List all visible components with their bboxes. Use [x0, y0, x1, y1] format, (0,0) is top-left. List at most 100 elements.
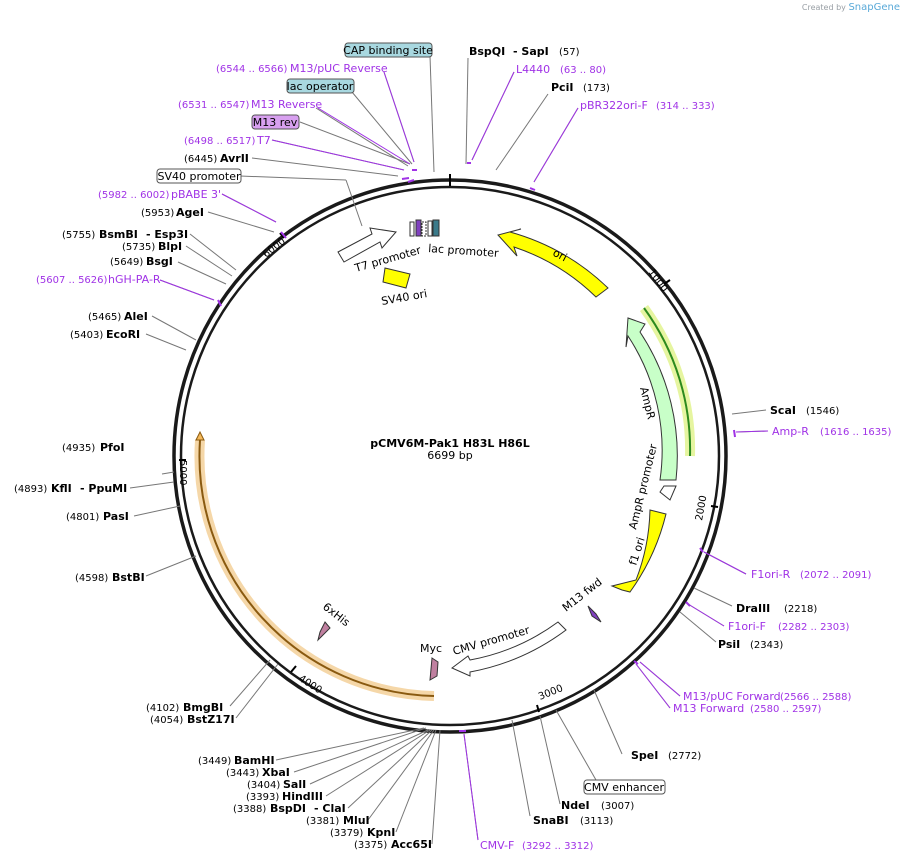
- f1-ori-feature[interactable]: [610, 509, 667, 593]
- gene-outline[interactable]: [198, 439, 435, 697]
- lac-operator-box-label[interactable]: [286, 78, 355, 94]
- m13-reverse-range: (6531 .. 6547): [178, 100, 250, 111]
- tick-2000: 2000: [694, 495, 709, 522]
- cmv-promoter-feature[interactable]: [451, 621, 567, 677]
- hindiii-label[interactable]: HindIII: [282, 790, 323, 803]
- ampr-promoter-feature[interactable]: [659, 485, 677, 501]
- f1ori-f-label[interactable]: F1ori-F: [728, 620, 766, 633]
- plasmid-length: 6699 bp: [427, 449, 472, 462]
- bspqi-label[interactable]: BspQI: [469, 45, 505, 58]
- pasi-label[interactable]: PasI: [103, 510, 129, 523]
- kfli-label[interactable]: KflI: [51, 482, 72, 495]
- tick-6000: 6000: [261, 236, 288, 260]
- sapi-label[interactable]: - SapI: [513, 45, 549, 58]
- cmv-enhancer-box[interactable]: [583, 779, 666, 795]
- hindiii-num: (3393): [246, 792, 279, 803]
- l4440-range: (63 .. 80): [560, 65, 606, 76]
- m13puc-fwd-range: (2566 .. 2588): [780, 692, 852, 703]
- scai-label[interactable]: ScaI: [770, 404, 796, 417]
- bamhi-num: (3449): [198, 756, 231, 767]
- m13puc-fwd-label[interactable]: M13/pUC Forward: [683, 690, 781, 703]
- blpi-label[interactable]: BlpI: [158, 240, 182, 253]
- sv40-promoter-box[interactable]: [156, 168, 242, 184]
- draiii-label[interactable]: DraIII: [736, 602, 770, 615]
- agei-label[interactable]: AgeI: [176, 206, 204, 219]
- hgh-range: (5607 .. 5626): [36, 275, 108, 286]
- avrii-label[interactable]: AvrII: [220, 152, 249, 165]
- mlui-label[interactable]: MluI: [343, 814, 370, 827]
- t7-box: [409, 221, 415, 237]
- pcii-label[interactable]: PciI: [551, 81, 573, 94]
- bsmbi-label[interactable]: BsmBI: [99, 228, 138, 241]
- spei-label[interactable]: SpeI: [631, 749, 658, 762]
- psii-num: (2343): [750, 640, 783, 651]
- credit-brand: SnapGene: [848, 2, 900, 13]
- acc65i-label[interactable]: Acc65I: [391, 838, 432, 851]
- myc-feature[interactable]: [429, 657, 439, 681]
- m13-forward-range: (2580 .. 2597): [750, 704, 822, 715]
- pbr322-range: (314 .. 333): [656, 101, 715, 112]
- t7-promoter-feature[interactable]: [337, 227, 397, 263]
- m13-rev-label: M13 rev: [253, 116, 298, 129]
- t7-label[interactable]: T7: [256, 134, 271, 147]
- snabi-label[interactable]: SnaBI: [533, 814, 569, 827]
- cap-binding-box[interactable]: [344, 42, 433, 58]
- lac-operator-label: lac operator: [287, 80, 354, 93]
- cmvf-label[interactable]: CMV-F: [480, 839, 514, 852]
- snabi-num: (3113): [580, 816, 613, 827]
- clai-label[interactable]: - ClaI: [314, 802, 346, 815]
- lac-promoter-small: [427, 220, 433, 237]
- m13-rev-box-label[interactable]: [251, 114, 300, 130]
- alei-label[interactable]: AleI: [124, 310, 148, 323]
- ori-feature[interactable]: [497, 228, 609, 298]
- f1ori-f-range: (2282 .. 2303): [778, 622, 850, 633]
- m13-forward-label[interactable]: M13 Forward: [673, 702, 744, 715]
- xbai-num: (3443): [226, 768, 259, 779]
- his-feature[interactable]: [317, 621, 331, 642]
- blpi-num: (5735): [122, 242, 155, 253]
- ndei-num: (3007): [601, 801, 634, 812]
- f1ori-r-range: (2072 .. 2091): [800, 570, 872, 581]
- bstz-num: (4054): [150, 715, 183, 726]
- sali-label[interactable]: SalI: [283, 778, 306, 791]
- draiii-num: (2218): [784, 604, 817, 615]
- purple-leader-lines: [159, 71, 769, 841]
- bstbi-label[interactable]: BstBI: [112, 571, 145, 584]
- cmv-enhancer-label: CMV enhancer: [584, 781, 664, 794]
- m13puc-rev-range: (6544 .. 6566): [216, 64, 288, 75]
- myc-label: Myc: [420, 642, 442, 655]
- tick-mark-4000: [290, 665, 297, 673]
- ecori-label[interactable]: EcoRI: [106, 328, 140, 341]
- bspdi-label[interactable]: BspDI: [270, 802, 306, 815]
- pbabe-label[interactable]: pBABE 3': [171, 188, 221, 201]
- tick-1000: 1000: [646, 267, 670, 294]
- esp3i-label[interactable]: - Esp3I: [146, 228, 188, 241]
- cap-binding-label: CAP binding site: [343, 44, 433, 57]
- f1ori-r-label[interactable]: F1ori-R: [751, 568, 791, 581]
- pbr322-label[interactable]: pBR322ori-F: [580, 99, 648, 112]
- pfoi-label[interactable]: PfoI: [100, 441, 125, 454]
- ampr-primer-label[interactable]: Amp-R: [772, 425, 809, 438]
- l4440-label[interactable]: L4440: [516, 63, 550, 76]
- m13puc-rev-label[interactable]: M13/pUC Reverse: [290, 62, 388, 75]
- ppumi-label[interactable]: - PpuMI: [80, 482, 127, 495]
- kpni-label[interactable]: KpnI: [367, 826, 395, 839]
- sv40-ori-label: SV40 ori: [380, 287, 428, 308]
- ampr-feature[interactable]: [625, 317, 678, 481]
- bsgi-label[interactable]: BsgI: [146, 255, 173, 268]
- bamhi-label[interactable]: BamHI: [234, 754, 275, 767]
- ndei-label[interactable]: NdeI: [561, 799, 590, 812]
- tick-3000: 3000: [537, 683, 565, 703]
- bstz-label[interactable]: BstZ17I: [187, 713, 235, 726]
- xbai-label[interactable]: XbaI: [262, 766, 290, 779]
- t7-range: (6498 .. 6517): [184, 136, 256, 147]
- m13-fwd-feature[interactable]: [587, 605, 602, 623]
- sv40-ori-feature[interactable]: [382, 267, 411, 289]
- bmgbi-label[interactable]: BmgBI: [183, 701, 223, 714]
- ori-label: ori: [551, 246, 570, 264]
- m13-reverse-label[interactable]: M13 Reverse: [251, 98, 322, 111]
- hgh-label[interactable]: hGH-PA-R: [108, 273, 161, 286]
- mlui-num: (3381): [306, 816, 339, 827]
- ecori-num: (5403): [70, 330, 103, 341]
- psii-label[interactable]: PsiI: [718, 638, 740, 651]
